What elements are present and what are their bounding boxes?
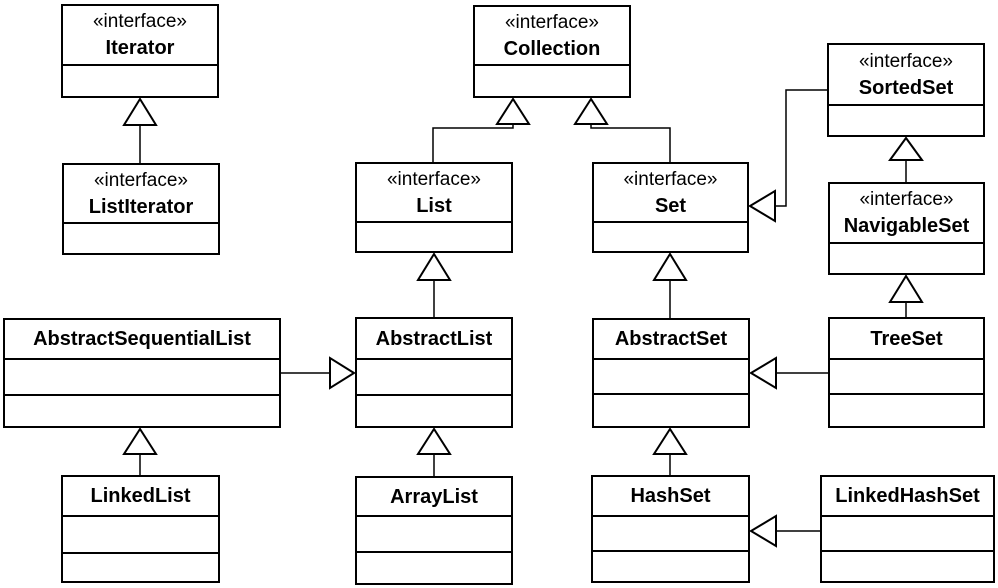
stereotype-label: «interface» [92,11,187,32]
class-title-compartment: AbstractSequentialList [5,320,279,358]
class-title-compartment: «interface» NavigableSet [830,184,983,242]
class-title-compartment: HashSet [593,477,748,515]
edge-arraylist-to-abstractlist [416,427,452,476]
operations-compartment [357,551,511,583]
edge-sortedset-to-set [748,89,827,223]
class-name: Set [654,194,687,217]
attributes-compartment [357,221,511,251]
edge-hashset-to-abstractset [652,427,688,475]
attributes-compartment [357,515,511,551]
attributes-compartment [357,358,511,394]
class-box-linkedlist: LinkedList [61,475,220,583]
edge-treeset-to-abstractset [749,356,828,390]
class-box-treeset: TreeSet [828,317,985,428]
attributes-compartment [5,358,279,394]
class-title-compartment: «interface» ListIterator [64,165,218,222]
attributes-compartment [829,104,983,135]
class-name: AbstractSequentialList [33,328,251,350]
class-name: TreeSet [870,327,943,350]
edge-linkedhashset-to-hashset [749,514,820,548]
class-title-compartment: ArrayList [357,478,511,515]
class-title-compartment: LinkedList [63,477,218,515]
operations-compartment [830,393,983,426]
edge-navigableset-to-sortedset [888,136,924,182]
edge-listiterator-to-iterator [122,97,158,163]
class-box-abstractsequentiallist: AbstractSequentialList [3,318,281,428]
class-box-iterator: «interface» Iterator [61,4,219,98]
class-title-compartment: TreeSet [830,319,983,358]
class-title-compartment: LinkedHashSet [822,477,993,515]
class-name: Collection [503,37,601,60]
class-name: List [416,194,452,217]
class-title-compartment: AbstractList [357,319,511,358]
stereotype-label: «interface» [623,168,718,190]
operations-compartment [63,552,218,581]
stereotype-label: «interface» [859,189,954,210]
stereotype-label: «interface» [93,169,188,191]
edge-abstractlist-to-list [416,252,452,317]
class-title-compartment: «interface» Set [594,164,747,221]
edge-list-to-collection [432,97,531,162]
edge-abstractsequentiallist-to-abstractlist [280,356,356,390]
operations-compartment [357,394,511,426]
attributes-compartment [475,64,629,96]
class-box-hashset: HashSet [591,475,750,583]
attributes-compartment [64,222,218,253]
class-title-compartment: «interface» SortedSet [829,45,983,104]
operations-compartment [593,550,748,581]
class-name: LinkedHashSet [835,485,980,507]
operations-compartment [594,393,748,426]
attributes-compartment [63,64,217,96]
stereotype-label: «interface» [504,11,599,33]
class-name: SortedSet [858,76,954,99]
class-box-collection: «interface» Collection [473,5,631,98]
operations-compartment [822,550,993,581]
class-title-compartment: AbstractSet [594,320,748,358]
attributes-compartment [830,242,983,273]
stereotype-label: «interface» [858,50,953,72]
attributes-compartment [822,515,993,550]
class-box-listiterator: «interface» ListIterator [62,163,220,255]
stereotype-label: «interface» [386,168,481,190]
class-title-compartment: «interface» Collection [475,7,629,64]
class-box-abstractlist: AbstractList [355,317,513,428]
class-name: AbstractSet [614,328,728,350]
attributes-compartment [63,515,218,552]
attributes-compartment [830,358,983,393]
class-name: AbstractList [375,327,493,350]
class-name: LinkedList [90,485,191,507]
edge-abstractset-to-set [652,252,688,318]
edge-treeset-to-navigableset [888,274,924,317]
class-box-navigableset: «interface» NavigableSet [828,182,985,275]
class-name: HashSet [630,485,711,507]
class-box-linkedhashset: LinkedHashSet [820,475,995,583]
class-title-compartment: «interface» Iterator [63,6,217,64]
class-box-abstractset: AbstractSet [592,318,750,428]
class-box-set: «interface» Set [592,162,749,253]
class-box-list: «interface» List [355,162,513,253]
class-box-sortedset: «interface» SortedSet [827,43,985,137]
attributes-compartment [594,358,748,393]
edge-set-to-collection [573,97,671,162]
edge-linkedlist-to-abstractsequentiallist [122,427,158,475]
class-name: ListIterator [88,195,194,218]
class-name: NavigableSet [843,215,970,237]
attributes-compartment [594,221,747,251]
attributes-compartment [593,515,748,550]
operations-compartment [5,394,279,426]
class-box-arraylist: ArrayList [355,476,513,585]
class-name: ArrayList [390,485,478,508]
class-title-compartment: «interface» List [357,164,511,221]
class-name: Iterator [105,37,175,59]
